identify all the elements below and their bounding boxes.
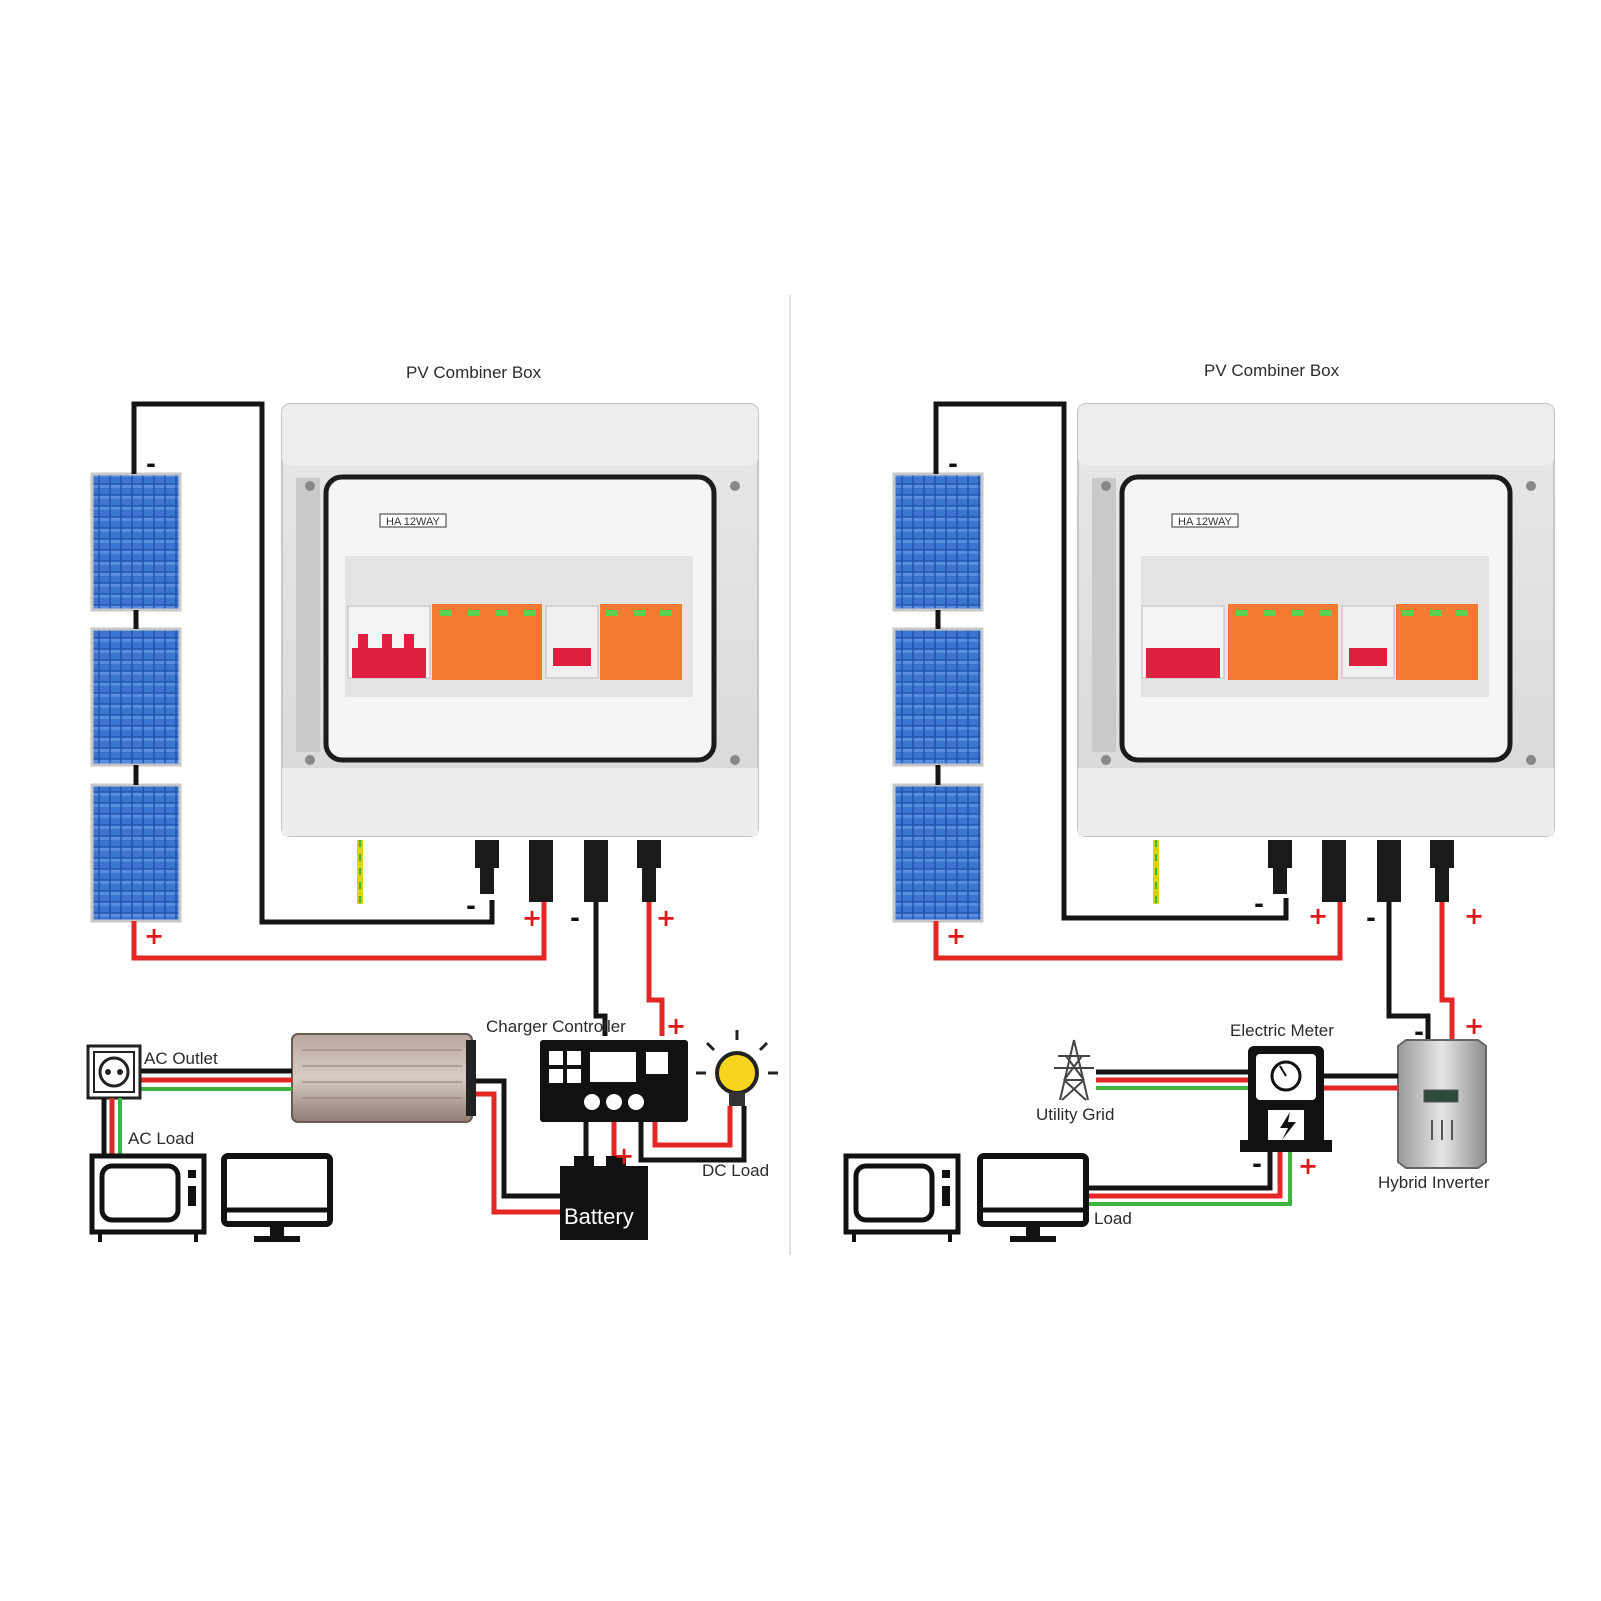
sign-minus: -	[1252, 1150, 1262, 1178]
solar-panel	[90, 627, 182, 767]
sign-plus: +	[1308, 902, 1328, 930]
ac-load-label: AC Load	[128, 1129, 194, 1148]
electric-meter-label: Electric Meter	[1230, 1021, 1334, 1040]
left-combiner-box: HA 12WAY	[281, 403, 759, 904]
pv-negative-wire	[933, 401, 1289, 921]
pv-negative-wire	[131, 401, 495, 925]
controller-negative-wire	[593, 902, 608, 1036]
load-label: Load	[1094, 1209, 1132, 1228]
hybrid-inverter-icon	[1397, 1039, 1487, 1169]
sign-plus: +	[946, 922, 966, 950]
electric-meter-icon	[1240, 1046, 1332, 1152]
right-diagram: PV Combiner Box HA 12WAY	[843, 361, 1555, 1242]
ac-outlet-icon	[86, 1044, 142, 1100]
sign-plus: +	[666, 1012, 686, 1040]
hybrid-inverter-label: Hybrid Inverter	[1378, 1173, 1490, 1192]
sign-minus: -	[570, 904, 580, 932]
right-title: PV Combiner Box	[1204, 361, 1340, 380]
solar-panel	[90, 783, 182, 923]
inverter-positive-wire	[474, 1091, 560, 1215]
inverter-positive-wire	[1439, 902, 1455, 1044]
solar-panel	[90, 472, 182, 612]
inverter-negative-wire	[474, 1078, 560, 1199]
sign-plus: +	[144, 922, 164, 950]
charger-controller	[540, 1040, 688, 1122]
load-wire-black	[1086, 1152, 1273, 1191]
tv-icon	[89, 1153, 207, 1242]
right-box-tag: HA 12WAY	[1178, 516, 1232, 528]
sign-minus: -	[578, 1146, 588, 1174]
charger-controller-label: Charger Controller	[486, 1017, 626, 1036]
sign-minus: -	[1254, 890, 1264, 918]
pv-positive-wire	[131, 902, 547, 961]
pv-positive-wire	[933, 902, 1343, 961]
left-title: PV Combiner Box	[406, 363, 542, 382]
monitor-icon	[977, 1153, 1089, 1242]
sign-plus: +	[522, 904, 542, 932]
sign-plus: +	[1298, 1152, 1318, 1180]
sign-plus: +	[656, 904, 676, 932]
sign-plus: +	[1464, 902, 1484, 930]
solar-panel	[892, 472, 984, 612]
sign-plus: +	[614, 1142, 634, 1170]
utility-grid-tower-icon	[1054, 1039, 1094, 1101]
battery-icon	[560, 1156, 648, 1240]
dc-ac-inverter	[291, 1033, 476, 1123]
left-diagram: PV Combiner Box HA 12WAY	[86, 363, 778, 1242]
monitor-icon	[221, 1153, 333, 1242]
load-wire-green	[1086, 1152, 1292, 1206]
battery-label: Battery	[564, 1204, 634, 1229]
sign-minus: -	[1366, 904, 1376, 932]
ac-outlet-label: AC Outlet	[144, 1049, 218, 1068]
inverter-negative-wire	[1386, 902, 1431, 1044]
left-solar-array	[90, 472, 182, 923]
tv-icon	[843, 1153, 961, 1242]
sign-plus: +	[1464, 1012, 1484, 1040]
right-solar-array	[892, 472, 984, 923]
load-wire-red	[1086, 1152, 1283, 1199]
sign-minus: -	[146, 450, 156, 478]
solar-panel	[892, 627, 984, 767]
sign-minus: -	[1414, 1018, 1424, 1046]
dc-load-bulb-icon	[696, 1030, 778, 1106]
dc-load-negative-wire	[638, 1106, 747, 1163]
dc-load-positive-wire	[652, 1106, 733, 1148]
right-combiner-box: HA 12WAY	[1077, 403, 1555, 904]
controller-positive-wire	[646, 902, 665, 1036]
dc-load-label: DC Load	[702, 1161, 769, 1180]
sign-minus: -	[466, 892, 476, 920]
sign-minus: -	[948, 450, 958, 478]
left-box-tag: HA 12WAY	[386, 516, 440, 528]
utility-grid-label: Utility Grid	[1036, 1105, 1114, 1124]
solar-panel	[892, 783, 984, 923]
